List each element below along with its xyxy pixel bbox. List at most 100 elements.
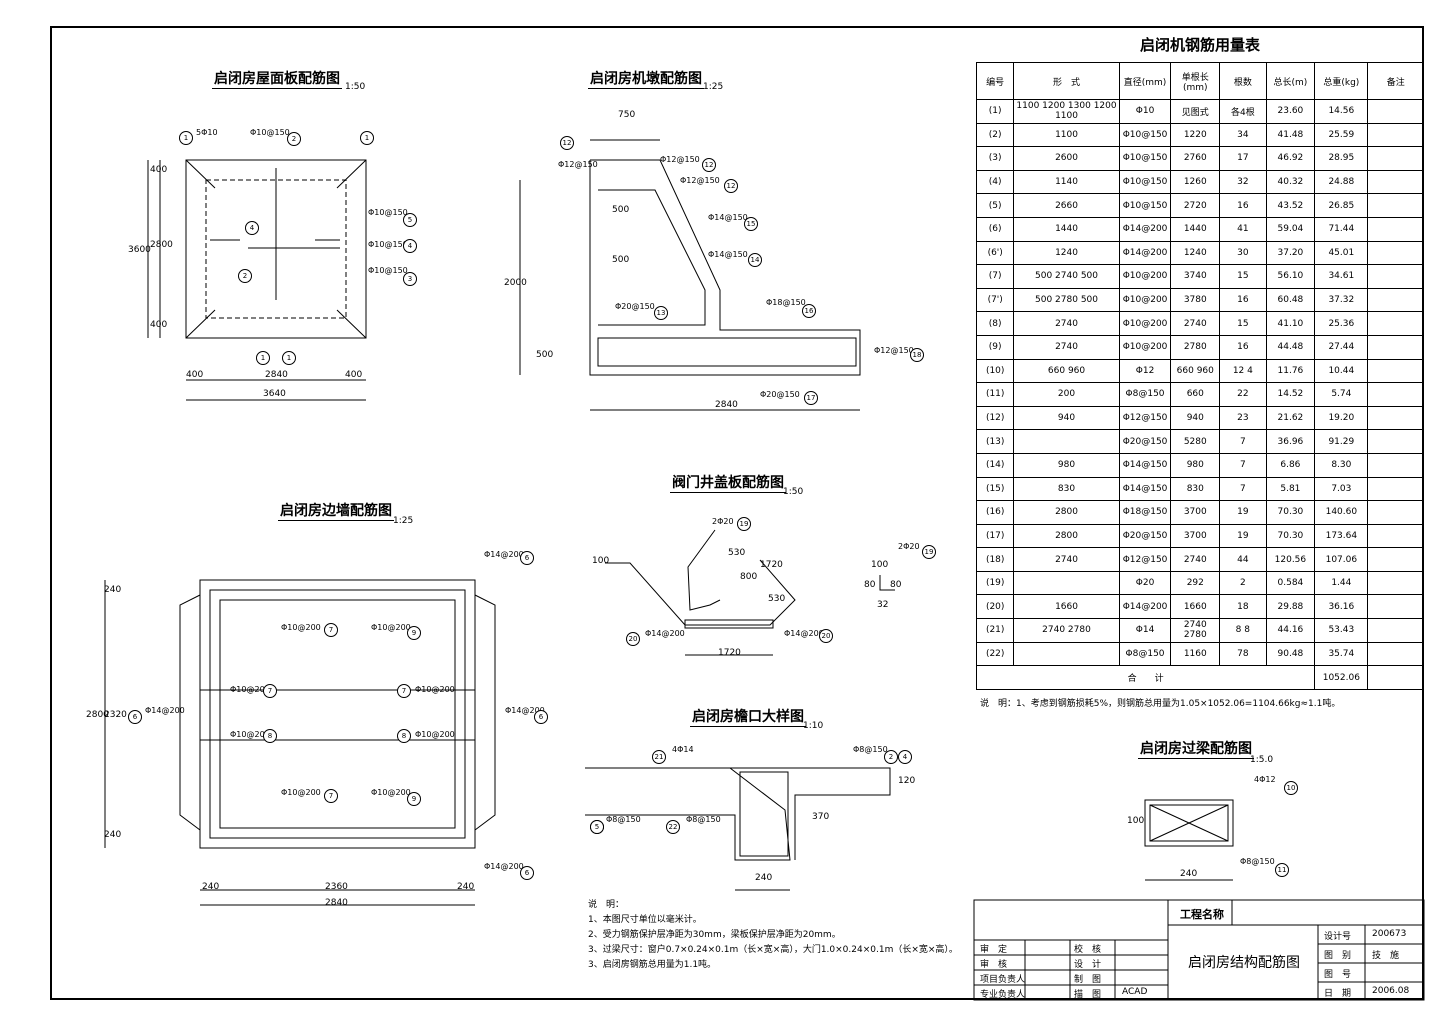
table-header-cell: 总长(m)	[1265, 62, 1316, 100]
rebar-mark: 5	[590, 820, 604, 834]
table-cell: Φ14	[1118, 618, 1172, 643]
table-cell: 44.48	[1265, 334, 1316, 360]
table-cell: 12 4	[1219, 358, 1267, 384]
rebar-label: Φ14@200	[645, 629, 685, 638]
dim-label: 240	[1180, 869, 1198, 879]
table-cell: 2740	[1013, 334, 1120, 360]
table-cell: 7	[1219, 476, 1267, 502]
table-cell: Φ10@200	[1118, 287, 1172, 313]
table-cell: 2	[1219, 570, 1267, 596]
table-cell: 2660	[1013, 193, 1120, 218]
rebar-label: Φ12@150	[660, 155, 700, 164]
table-cell	[1367, 405, 1424, 431]
rebar-label: Φ8@150	[606, 815, 641, 824]
rebar-mark: 1	[179, 131, 193, 145]
table-cell: (13)	[975, 429, 1015, 454]
table-cell	[1367, 382, 1424, 407]
table-cell: 3700	[1170, 500, 1221, 525]
rebar-mark: 9	[407, 792, 421, 806]
table-cell: 660	[1170, 382, 1221, 407]
dim-label: 500	[612, 205, 630, 215]
table-cell: 7	[1219, 452, 1267, 478]
table-cell: (10)	[975, 358, 1015, 384]
table-cell: 44	[1219, 547, 1267, 572]
table-cell: Φ12@150	[1118, 547, 1172, 572]
table-cell: 1100	[1013, 122, 1120, 148]
role-label: 专业负责人	[980, 990, 1026, 1000]
rebar-mark: 22	[666, 820, 680, 834]
project-label: 工程名称	[1180, 908, 1224, 921]
rebar-mark: 6	[520, 551, 534, 565]
table-cell: 292	[1170, 570, 1221, 596]
total-remark	[1367, 665, 1424, 690]
dim-label: 2320	[104, 710, 127, 720]
table-cell: 1660	[1013, 594, 1120, 620]
title-block: 工程名称 启闭房结构配筋图 审 定 审 核 项目负责人 专业负责人 校 核 设 …	[974, 900, 1424, 1000]
valve-scale: 1:50	[783, 487, 804, 497]
dim-label: 400	[150, 320, 168, 330]
table-cell: 70.30	[1265, 500, 1316, 525]
rebar-mark: 5	[403, 213, 417, 227]
table-cell: 45.01	[1314, 240, 1369, 266]
table-header-cell: 直径(mm)	[1118, 62, 1172, 100]
role-label: 描 图	[1074, 990, 1102, 1000]
table-cell: 78	[1219, 641, 1267, 667]
rebar-mark: 11	[1275, 863, 1289, 877]
table-cell: 见图式	[1170, 99, 1221, 124]
table-cell: 2740	[1013, 547, 1120, 572]
table-header-cell: 单根长(mm)	[1170, 62, 1221, 100]
table-cell: (7)	[975, 264, 1015, 289]
table-cell: (11)	[975, 382, 1015, 407]
table-cell: 2600	[1013, 146, 1120, 171]
rebar-mark: 6	[534, 710, 548, 724]
table-cell	[1367, 500, 1424, 525]
dim-label: 530	[728, 548, 746, 558]
table-cell: 37.32	[1314, 287, 1369, 313]
table-cell	[1367, 429, 1424, 454]
total-value: 1052.06	[1314, 665, 1369, 690]
dim-label: 500	[536, 350, 554, 360]
rebar-table-title: 启闭机钢筋用量表	[976, 28, 1424, 63]
table-cell: 500 2780 500	[1013, 287, 1120, 313]
table-cell: (2)	[975, 122, 1015, 148]
table-cell	[1367, 476, 1424, 502]
table-cell: 2740	[1013, 311, 1120, 336]
table-cell: 19	[1219, 500, 1267, 525]
table-cell: 200	[1013, 382, 1120, 407]
dim-label: 3640	[263, 389, 286, 399]
table-cell	[1367, 523, 1424, 549]
beam-drawing	[1144, 799, 1234, 881]
table-cell	[1367, 641, 1424, 667]
rebar-label: Φ10@200	[230, 730, 270, 739]
table-cell: (21)	[975, 618, 1015, 643]
table-cell: 各4根	[1219, 99, 1267, 124]
rebar-mark: 7	[324, 789, 338, 803]
table-cell	[1367, 358, 1424, 384]
dim-label: 80	[864, 580, 876, 590]
table-cell: 2740	[1170, 311, 1221, 336]
table-cell: Φ10@150	[1118, 193, 1172, 218]
drawing-no-label: 图 号	[1324, 970, 1352, 980]
table-cell: (4)	[975, 169, 1015, 195]
table-cell	[1367, 99, 1424, 124]
eave-drawing	[585, 767, 891, 891]
rebar-mark: 1	[360, 131, 374, 145]
table-cell: 2760	[1170, 146, 1221, 171]
rebar-mark: 17	[804, 391, 818, 405]
rebar-mark: 7	[324, 623, 338, 637]
table-cell: Φ20@150	[1118, 429, 1172, 454]
design-no: 200673	[1372, 929, 1407, 939]
rebar-mark: 4	[898, 750, 912, 764]
rebar-label: Φ14@150	[708, 213, 748, 222]
table-cell: Φ10@200	[1118, 311, 1172, 336]
table-cell: 24.88	[1314, 169, 1369, 195]
table-cell: 32	[1219, 169, 1267, 195]
table-cell: 56.10	[1265, 264, 1316, 289]
rebar-mark: 13	[654, 306, 668, 320]
